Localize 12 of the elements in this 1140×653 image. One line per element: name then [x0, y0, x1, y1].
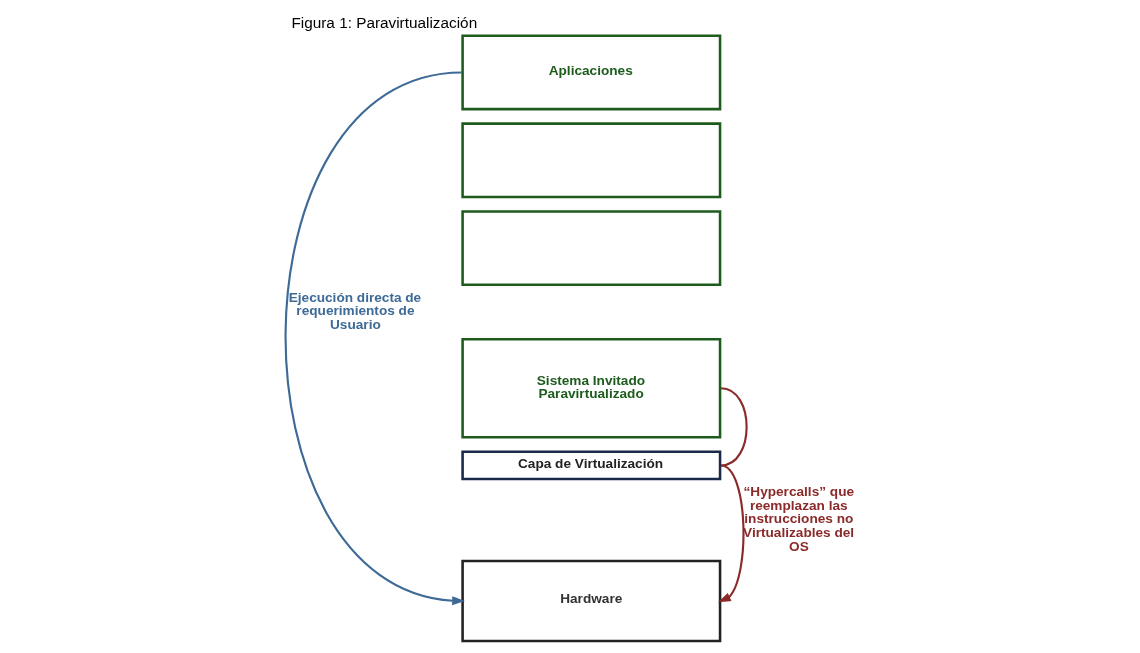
arrow	[284, 71, 465, 606]
node-box	[460, 122, 721, 199]
diagram-title: Figura 1: Paravirtualización	[290, 13, 477, 31]
node-box: Sistema Invitado Paravirtualizado	[460, 338, 721, 439]
connector	[720, 387, 748, 467]
arrow	[717, 464, 744, 603]
node-box: Aplicaciones	[460, 34, 721, 111]
edge-label: Ejecución directa de requerimientos de Usuario	[288, 289, 421, 332]
node-box: Capa de Virtualización	[460, 450, 721, 481]
edge-label: “Hypercalls” que reemplazan las instrucciones no Virtualizables del OS	[742, 483, 854, 554]
node-box: Hardware	[460, 559, 721, 643]
node-box	[460, 210, 721, 286]
